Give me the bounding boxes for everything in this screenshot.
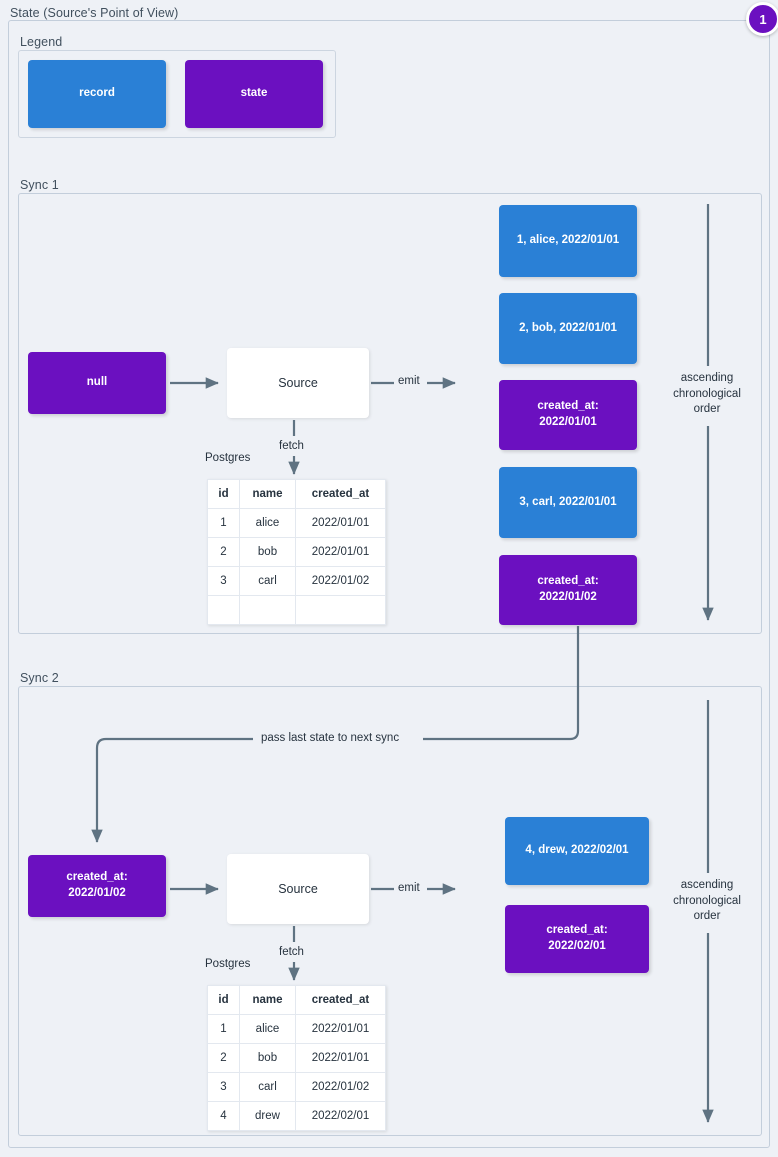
pass-state-label: pass last state to next sync — [259, 732, 402, 744]
table-row: 2 bob 2022/01/01 — [207, 1043, 386, 1073]
cell-name — [239, 595, 296, 625]
sync1-record-1: 1, alice, 2022/01/01 — [499, 205, 637, 277]
cell-id: 1 — [207, 1014, 240, 1044]
sync2-input-state-node: created_at: 2022/01/02 — [28, 855, 166, 917]
cell-id: 4 — [207, 1101, 240, 1131]
legend-swatch-state: state — [185, 60, 323, 128]
sync2-record-1: 4, drew, 2022/02/01 — [505, 817, 649, 885]
cell-id: 2 — [207, 1043, 240, 1073]
page-title: State (Source's Point of View) — [10, 6, 179, 20]
sync1-record-2: 2, bob, 2022/01/01 — [499, 293, 637, 364]
sync2-state-1: created_at: 2022/02/01 — [505, 905, 649, 973]
legend-label: Legend — [20, 35, 63, 49]
column-header-name: name — [239, 479, 296, 509]
legend-box — [18, 50, 336, 138]
cell-id: 3 — [207, 566, 240, 596]
sync1-state-1-key: created_at: — [537, 400, 599, 413]
cell-name: carl — [239, 566, 296, 596]
sync2-state-1-value: 2022/02/01 — [548, 940, 606, 952]
cell-id: 1 — [207, 508, 240, 538]
step-badge[interactable]: 1 — [746, 2, 778, 36]
state-group-box — [8, 20, 770, 1148]
sync2-fetch-label: fetch — [277, 946, 306, 958]
cell-created-at — [295, 595, 386, 625]
sync1-fetch-label: fetch — [277, 440, 306, 452]
sync1-postgres-label: Postgres — [205, 452, 251, 464]
sync2-box — [18, 686, 762, 1136]
column-header-created-at: created_at — [295, 479, 386, 509]
sync1-ordering-label: ascending chronological order — [662, 371, 752, 418]
sync2-postgres-label: Postgres — [205, 958, 251, 970]
sync1-state-2-key: created_at: — [537, 575, 599, 588]
table-row: 3 carl 2022/01/02 — [207, 566, 386, 596]
table-row: 3 carl 2022/01/02 — [207, 1072, 386, 1102]
sync2-state-1-key: created_at: — [546, 924, 608, 937]
cell-created-at: 2022/01/01 — [295, 508, 386, 538]
column-header-created-at: created_at — [295, 985, 386, 1015]
cell-id: 2 — [207, 537, 240, 567]
legend-swatch-record: record — [28, 60, 166, 128]
sync2-input-state-key: created_at: — [66, 871, 128, 884]
cell-name: carl — [239, 1072, 296, 1102]
cell-created-at: 2022/01/01 — [295, 1014, 386, 1044]
sync1-state-1: created_at: 2022/01/01 — [499, 380, 637, 450]
sync2-emit-label: emit — [396, 882, 422, 894]
sync2-input-state-value: 2022/01/02 — [68, 887, 126, 899]
sync1-record-3: 3, carl, 2022/01/01 — [499, 467, 637, 538]
sync1-state-2-value: 2022/01/02 — [539, 591, 597, 603]
sync1-source-node: Source — [227, 348, 369, 418]
sync1-state-2: created_at: 2022/01/02 — [499, 555, 637, 625]
cell-id: 3 — [207, 1072, 240, 1102]
table-row: 2 bob 2022/01/01 — [207, 537, 386, 567]
sync2-source-node: Source — [227, 854, 369, 924]
sync1-input-state-node: null — [28, 352, 166, 414]
table-header-row: id name created_at — [207, 985, 386, 1015]
cell-id — [207, 595, 240, 625]
cell-name: alice — [239, 508, 296, 538]
table-row: 1 alice 2022/01/01 — [207, 508, 386, 538]
cell-name: alice — [239, 1014, 296, 1044]
cell-name: bob — [239, 1043, 296, 1073]
cell-created-at: 2022/01/02 — [295, 566, 386, 596]
cell-created-at: 2022/01/02 — [295, 1072, 386, 1102]
column-header-id: id — [207, 985, 240, 1015]
sync2-ordering-label: ascending chronological order — [662, 878, 752, 925]
table-row: 1 alice 2022/01/01 — [207, 1014, 386, 1044]
cell-name: bob — [239, 537, 296, 567]
table-header-row: id name created_at — [207, 479, 386, 509]
sync1-label: Sync 1 — [20, 178, 59, 192]
table-row-empty — [207, 595, 386, 625]
sync1-state-1-value: 2022/01/01 — [539, 416, 597, 428]
cell-created-at: 2022/01/01 — [295, 537, 386, 567]
cell-created-at: 2022/01/01 — [295, 1043, 386, 1073]
sync2-label: Sync 2 — [20, 671, 59, 685]
sync2-postgres-table: id name created_at 1 alice 2022/01/01 2 … — [207, 985, 386, 1131]
sync1-emit-label: emit — [396, 375, 422, 387]
cell-name: drew — [239, 1101, 296, 1131]
cell-created-at: 2022/02/01 — [295, 1101, 386, 1131]
table-row: 4 drew 2022/02/01 — [207, 1101, 386, 1131]
column-header-id: id — [207, 479, 240, 509]
column-header-name: name — [239, 985, 296, 1015]
sync1-box — [18, 193, 762, 634]
sync1-postgres-table: id name created_at 1 alice 2022/01/01 2 … — [207, 479, 386, 625]
